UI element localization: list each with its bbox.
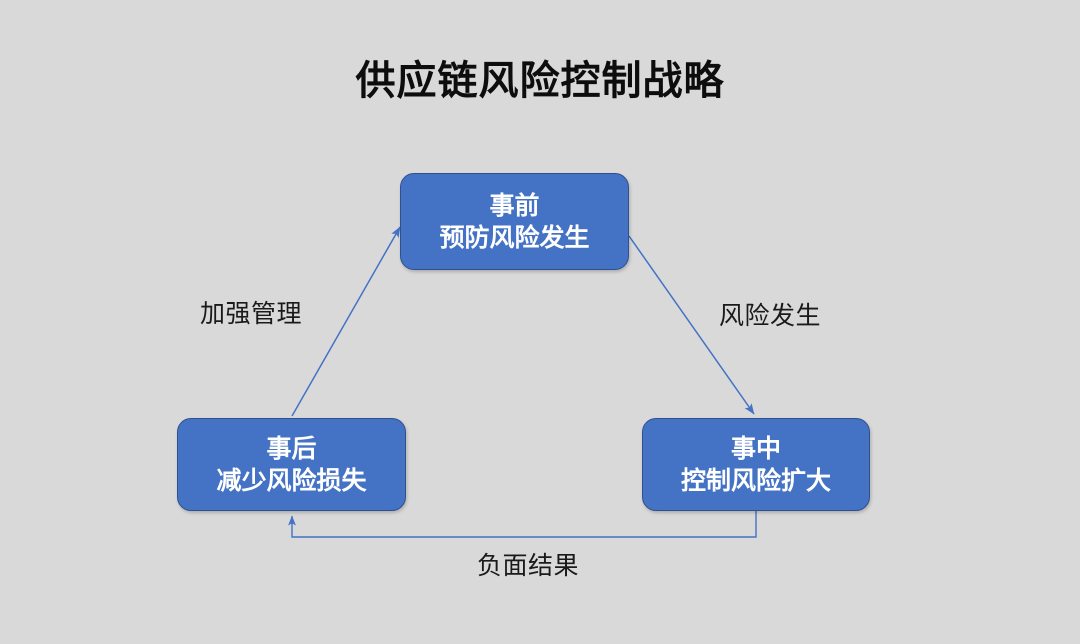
node-after[interactable]: 事后 减少风险损失	[177, 418, 406, 511]
node-during-line1: 事中	[730, 434, 781, 463]
connector-label-after-to-before: 加强管理	[200, 300, 303, 328]
page-title: 供应链风险控制战略	[355, 59, 725, 103]
node-before-line2: 预防风险发生	[439, 223, 590, 252]
node-after-line2: 减少风险损失	[216, 466, 367, 495]
node-before[interactable]: 事前 预防风险发生	[400, 173, 629, 270]
node-before-line1: 事前	[489, 191, 540, 220]
connector-label-during-to-after: 负面结果	[477, 552, 580, 580]
node-during[interactable]: 事中 控制风险扩大	[642, 418, 870, 511]
node-after-line1: 事后	[266, 434, 317, 463]
connector-label-before-to-during: 风险发生	[719, 302, 822, 330]
connector-after-to-before	[291, 226, 401, 417]
node-during-line2: 控制风险扩大	[680, 466, 831, 495]
connector-before-to-during	[628, 235, 755, 415]
connector-during-to-after	[288, 511, 757, 538]
